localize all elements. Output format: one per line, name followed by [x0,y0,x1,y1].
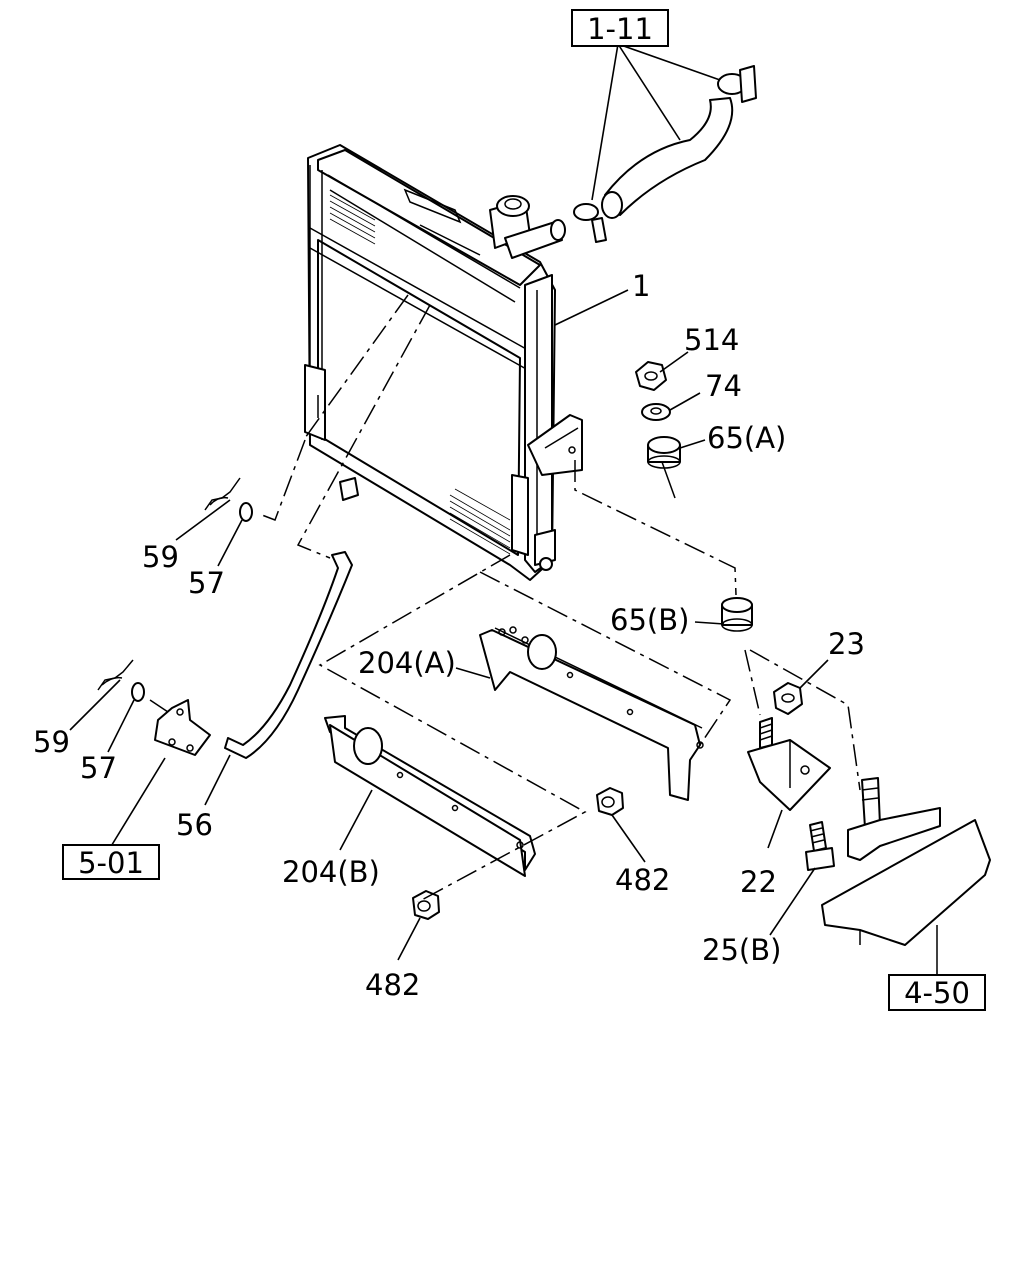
drain-hose-parts [97,477,353,759]
chassis-frame [821,777,991,970]
callout-57-lower: 57 [80,751,117,785]
svg-text:1-11: 1-11 [587,12,653,46]
assembly-lines [149,294,861,903]
callout-65a: 65(A) [707,421,786,455]
ref-box-1-11[interactable]: 1-11 [571,9,669,47]
callout-482-bottom: 482 [365,968,420,1002]
nut-482-bottom [412,890,440,920]
ref-box-4-50[interactable]: 4-50 [888,974,986,1011]
callout-59-upper: 59 [142,540,179,574]
callout-514: 514 [684,323,739,357]
cushion-65b [721,597,753,632]
callout-25b: 25(B) [702,933,781,967]
callout-65b: 65(B) [610,603,689,637]
callout-204b: 204(B) [282,855,380,889]
lower-mount-parts [747,682,835,871]
svg-text:4-50: 4-50 [904,976,970,1010]
callout-22: 22 [740,865,777,899]
callout-56: 56 [176,808,213,842]
callout-59-lower: 59 [33,725,70,759]
nut-482-right [596,787,624,816]
radiator-assembly [304,144,583,581]
cover-204b [324,715,536,877]
ref-box-5-01[interactable]: 5-01 [62,844,160,880]
mount-stack [635,361,681,499]
callout-204a: 204(A) [358,646,456,680]
svg-text:5-01: 5-01 [78,846,144,880]
callout-482-right: 482 [615,863,670,897]
callout-labels: 1 514 74 65(A) 65(B) 23 22 25(B) 204(A) … [33,269,865,1002]
callout-1: 1 [632,269,650,303]
upper-hose-group [573,43,757,243]
callout-74: 74 [705,369,742,403]
callout-57-upper: 57 [188,566,225,600]
callout-23: 23 [828,627,865,661]
cover-204a [479,626,704,801]
